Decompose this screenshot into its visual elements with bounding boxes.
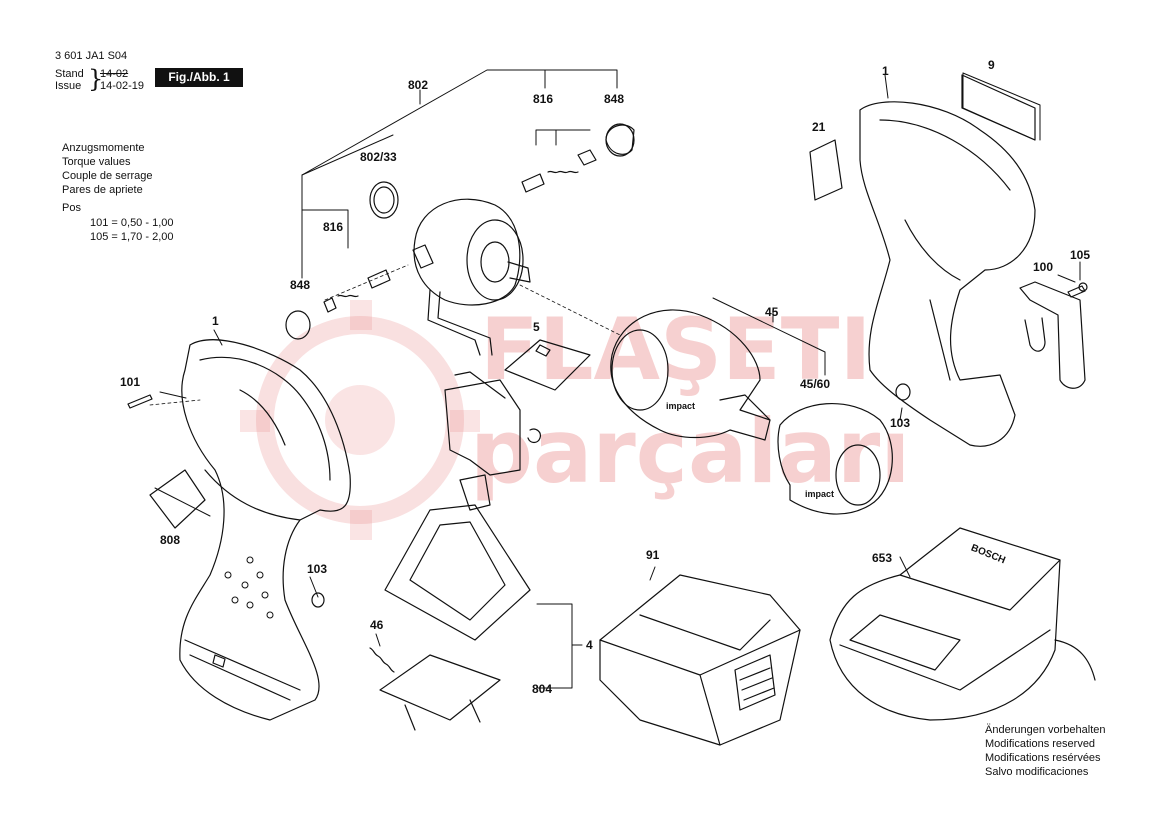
watermark-line-1: FLAŞETI (480, 300, 872, 400)
label-45-60: 45/60 (800, 377, 831, 391)
figure-label: Fig./Abb. 1 (155, 68, 243, 87)
label-802-33: 802/33 (360, 150, 397, 164)
torque-heading-4: Pares de apriete (62, 184, 143, 196)
label-103-right: 103 (890, 416, 911, 430)
issue-label: Issue (55, 80, 82, 92)
label-816-top: 816 (533, 92, 554, 106)
torque-pos-label: Pos (62, 202, 81, 214)
label-103-left: 103 (307, 562, 328, 576)
stand-date: 14-02 (100, 68, 129, 80)
torque-heading-1: Anzugsmomente (62, 142, 145, 154)
label-46: 46 (370, 618, 384, 632)
label-808: 808 (160, 533, 181, 547)
label-804: 804 (532, 682, 553, 696)
label-848-top: 848 (604, 92, 625, 106)
torque-row-105: 105 = 1,70 - 2,00 (90, 231, 174, 243)
label-105: 105 (1070, 248, 1091, 262)
note-line-2: Modifications reserved (985, 738, 1096, 750)
brace-glyph: } (88, 65, 104, 93)
impact-label-boot: impact (805, 489, 835, 499)
label-21: 21 (812, 120, 826, 134)
stand-label: Stand (55, 68, 84, 80)
label-100: 100 (1033, 260, 1054, 274)
doc-number: 3 601 JA1 S04 (55, 50, 128, 62)
label-45: 45 (765, 305, 779, 319)
label-653: 653 (872, 551, 893, 565)
label-816-left: 816 (323, 220, 344, 234)
label-848-left: 848 (290, 278, 311, 292)
impact-label-gear: impact (666, 401, 696, 411)
note-line-1: Änderungen vorbehalten (985, 724, 1106, 736)
label-9: 9 (988, 58, 995, 72)
label-802: 802 (408, 78, 429, 92)
torque-row-101: 101 = 0,50 - 1,00 (90, 217, 174, 229)
label-4: 4 (586, 638, 593, 652)
label-1-right: 1 (882, 64, 889, 78)
label-101: 101 (120, 375, 141, 389)
issue-date: 14-02-19 (100, 80, 145, 92)
label-91: 91 (646, 548, 660, 562)
label-1-left: 1 (212, 314, 219, 328)
note-line-4: Salvo modificaciones (985, 766, 1089, 778)
torque-heading-3: Couple de serrage (62, 170, 153, 182)
label-5: 5 (533, 320, 540, 334)
torque-heading-2: Torque values (62, 156, 131, 168)
note-line-3: Modifications resérvées (985, 752, 1101, 764)
